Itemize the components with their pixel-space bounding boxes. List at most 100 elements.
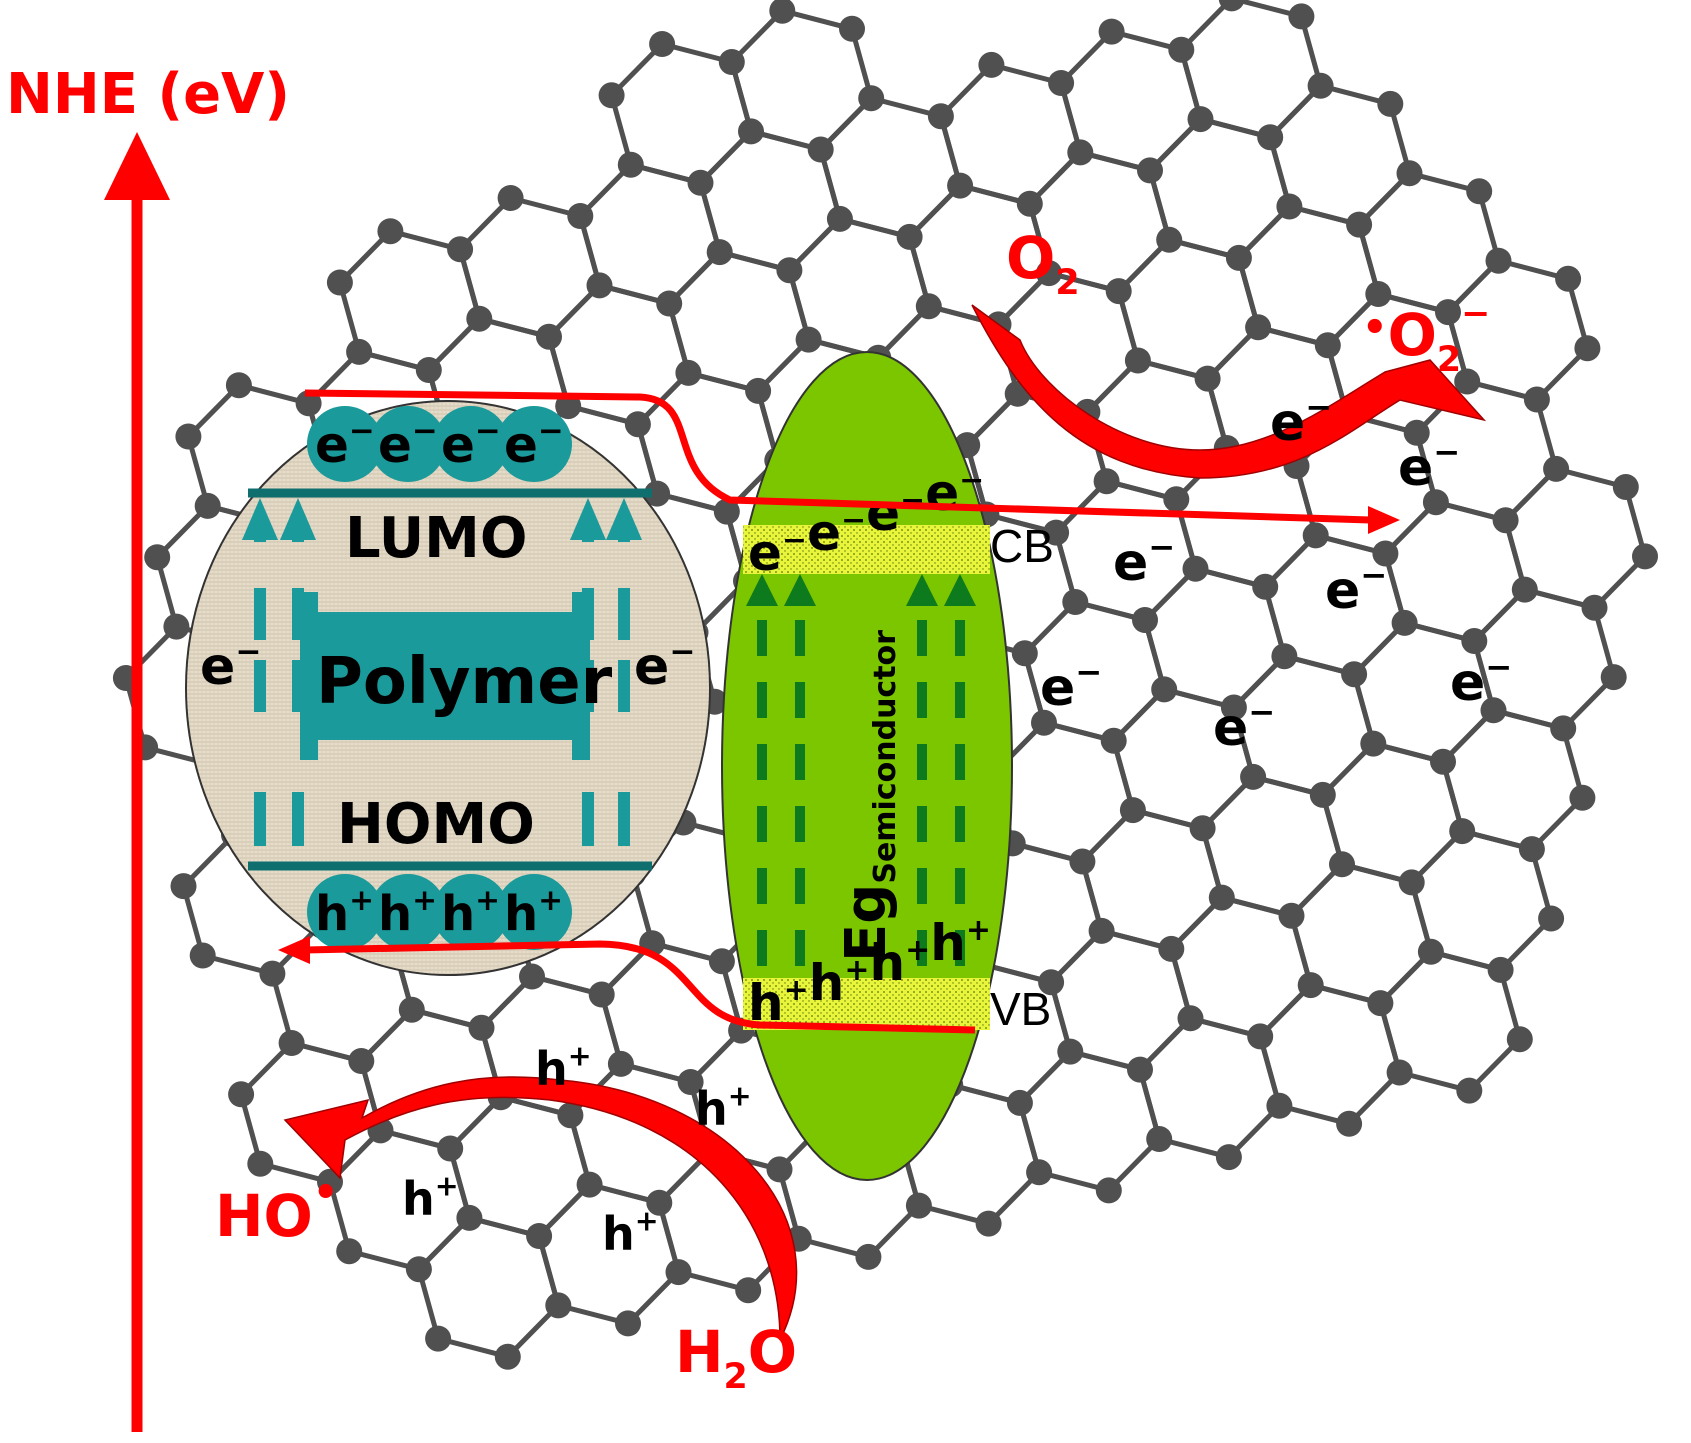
valence-band xyxy=(743,978,990,1030)
carbon-atom xyxy=(1288,3,1315,30)
polymer-block xyxy=(300,592,590,760)
carbon-atom xyxy=(1329,851,1355,878)
carbon-atom xyxy=(1062,589,1089,615)
homo-holes: h+h+h+h+ xyxy=(307,874,572,950)
charge-label: e− xyxy=(504,413,564,474)
carbon-atom xyxy=(1538,905,1565,932)
carbon-atom xyxy=(1187,106,1214,133)
carbon-atom xyxy=(1574,335,1601,362)
semiconductor-arrows xyxy=(746,574,976,606)
carbon-atom xyxy=(1215,1144,1242,1171)
carbon-atom xyxy=(1346,211,1373,238)
oxygen-reduction-arrow xyxy=(971,304,1487,479)
water-oxidation-arrow xyxy=(283,1076,798,1341)
electron-ball xyxy=(307,406,383,482)
carbon-atom xyxy=(1518,836,1545,863)
carbon-atom xyxy=(738,118,764,145)
carbon-atom xyxy=(1466,178,1493,205)
carbon-atom xyxy=(1422,489,1449,516)
carbon-atom xyxy=(947,172,974,199)
cb-label: CB xyxy=(990,520,1054,572)
carbon-atom xyxy=(1182,555,1209,582)
carbon-atom xyxy=(769,0,796,24)
lumo-arrows xyxy=(242,498,642,542)
carbon-atom xyxy=(1386,1059,1413,1086)
conduction-band xyxy=(743,525,990,574)
carbon-atom xyxy=(1177,1005,1204,1032)
graphene-electrons: e−e−e−e−e−e−e− xyxy=(1040,388,1512,758)
carbon-atom xyxy=(497,185,524,211)
carbon-atom xyxy=(646,1189,673,1216)
homo-label: HOMO xyxy=(337,792,535,857)
carbon-atom xyxy=(1612,474,1639,500)
electron-ball xyxy=(496,406,572,482)
carbon-atom xyxy=(905,1192,932,1219)
carbon-atom xyxy=(665,1259,692,1286)
carbon-atom xyxy=(1341,661,1368,688)
carbon-atom xyxy=(336,1238,363,1265)
carbon-atom xyxy=(598,82,625,109)
carbon-atom xyxy=(1454,368,1481,395)
carbon-atom xyxy=(858,85,885,112)
carbon-atom xyxy=(915,293,942,320)
carbon-atom xyxy=(1132,607,1158,633)
carbon-atom xyxy=(1225,244,1252,271)
carbon-atom xyxy=(175,423,202,450)
carbon-atom xyxy=(377,218,404,245)
hole-transfer-path xyxy=(278,936,976,1034)
carbon-atom xyxy=(259,960,286,987)
carbon-atom xyxy=(1632,543,1658,570)
carbon-atom xyxy=(1105,278,1132,305)
carbon-atom xyxy=(1278,902,1305,929)
semiconductor-dashed-transitions xyxy=(757,620,965,966)
carbon-atom xyxy=(1038,969,1065,996)
carbon-atom xyxy=(1031,709,1057,736)
carbon-atom xyxy=(1360,730,1387,757)
carbon-atom xyxy=(1119,797,1146,824)
electron-ball xyxy=(433,406,509,482)
carbon-atom xyxy=(617,151,644,178)
carbon-atom xyxy=(326,269,353,296)
carbon-atom xyxy=(1398,869,1425,896)
carbon-atom xyxy=(247,1150,274,1177)
carbon-atom xyxy=(1247,1023,1274,1050)
charge-label: h+ xyxy=(315,883,374,942)
carbon-atom xyxy=(1430,748,1456,775)
bandgap-label: EgSemiconductor xyxy=(834,630,903,962)
carbon-atom xyxy=(1449,818,1476,845)
charge-label: h+ xyxy=(378,883,437,942)
lumo-electrons: e−e−e−e− xyxy=(307,406,572,482)
carbon-atom xyxy=(456,1204,483,1231)
carbon-atom xyxy=(144,544,171,571)
carbon-atom xyxy=(1372,540,1399,567)
charge-label: e− xyxy=(1113,528,1175,593)
carbon-atom xyxy=(415,357,442,383)
carbon-atom xyxy=(745,377,772,404)
carbon-atom xyxy=(346,338,373,365)
carbon-atom xyxy=(713,498,740,525)
carbon-atom xyxy=(1550,715,1577,742)
carbon-atom xyxy=(1314,332,1341,359)
carbon-atom xyxy=(1309,781,1336,808)
carbon-atom xyxy=(978,51,1005,78)
carbon-atom xyxy=(1297,972,1324,999)
carbon-atom xyxy=(927,103,954,130)
carbon-atom xyxy=(1245,314,1272,341)
carbon-atom xyxy=(1011,640,1038,667)
vb-label: VB xyxy=(990,983,1051,1035)
carbon-atom xyxy=(766,1156,793,1183)
carbon-atom xyxy=(855,1243,882,1270)
carbon-atom xyxy=(1124,347,1151,374)
carbon-atom xyxy=(1194,365,1221,392)
carbon-atom xyxy=(687,169,714,196)
hole-ball xyxy=(496,874,572,950)
carbon-atom xyxy=(706,239,733,266)
carbon-atom xyxy=(545,1292,572,1319)
carbon-atom xyxy=(1307,72,1334,99)
carbon-atom xyxy=(1088,917,1115,944)
carbon-atom xyxy=(1127,1056,1153,1083)
carbon-atom xyxy=(896,223,923,250)
carbon-atom xyxy=(1095,1177,1122,1204)
carbon-atom xyxy=(494,1343,521,1370)
carbon-atom xyxy=(1026,1159,1053,1186)
